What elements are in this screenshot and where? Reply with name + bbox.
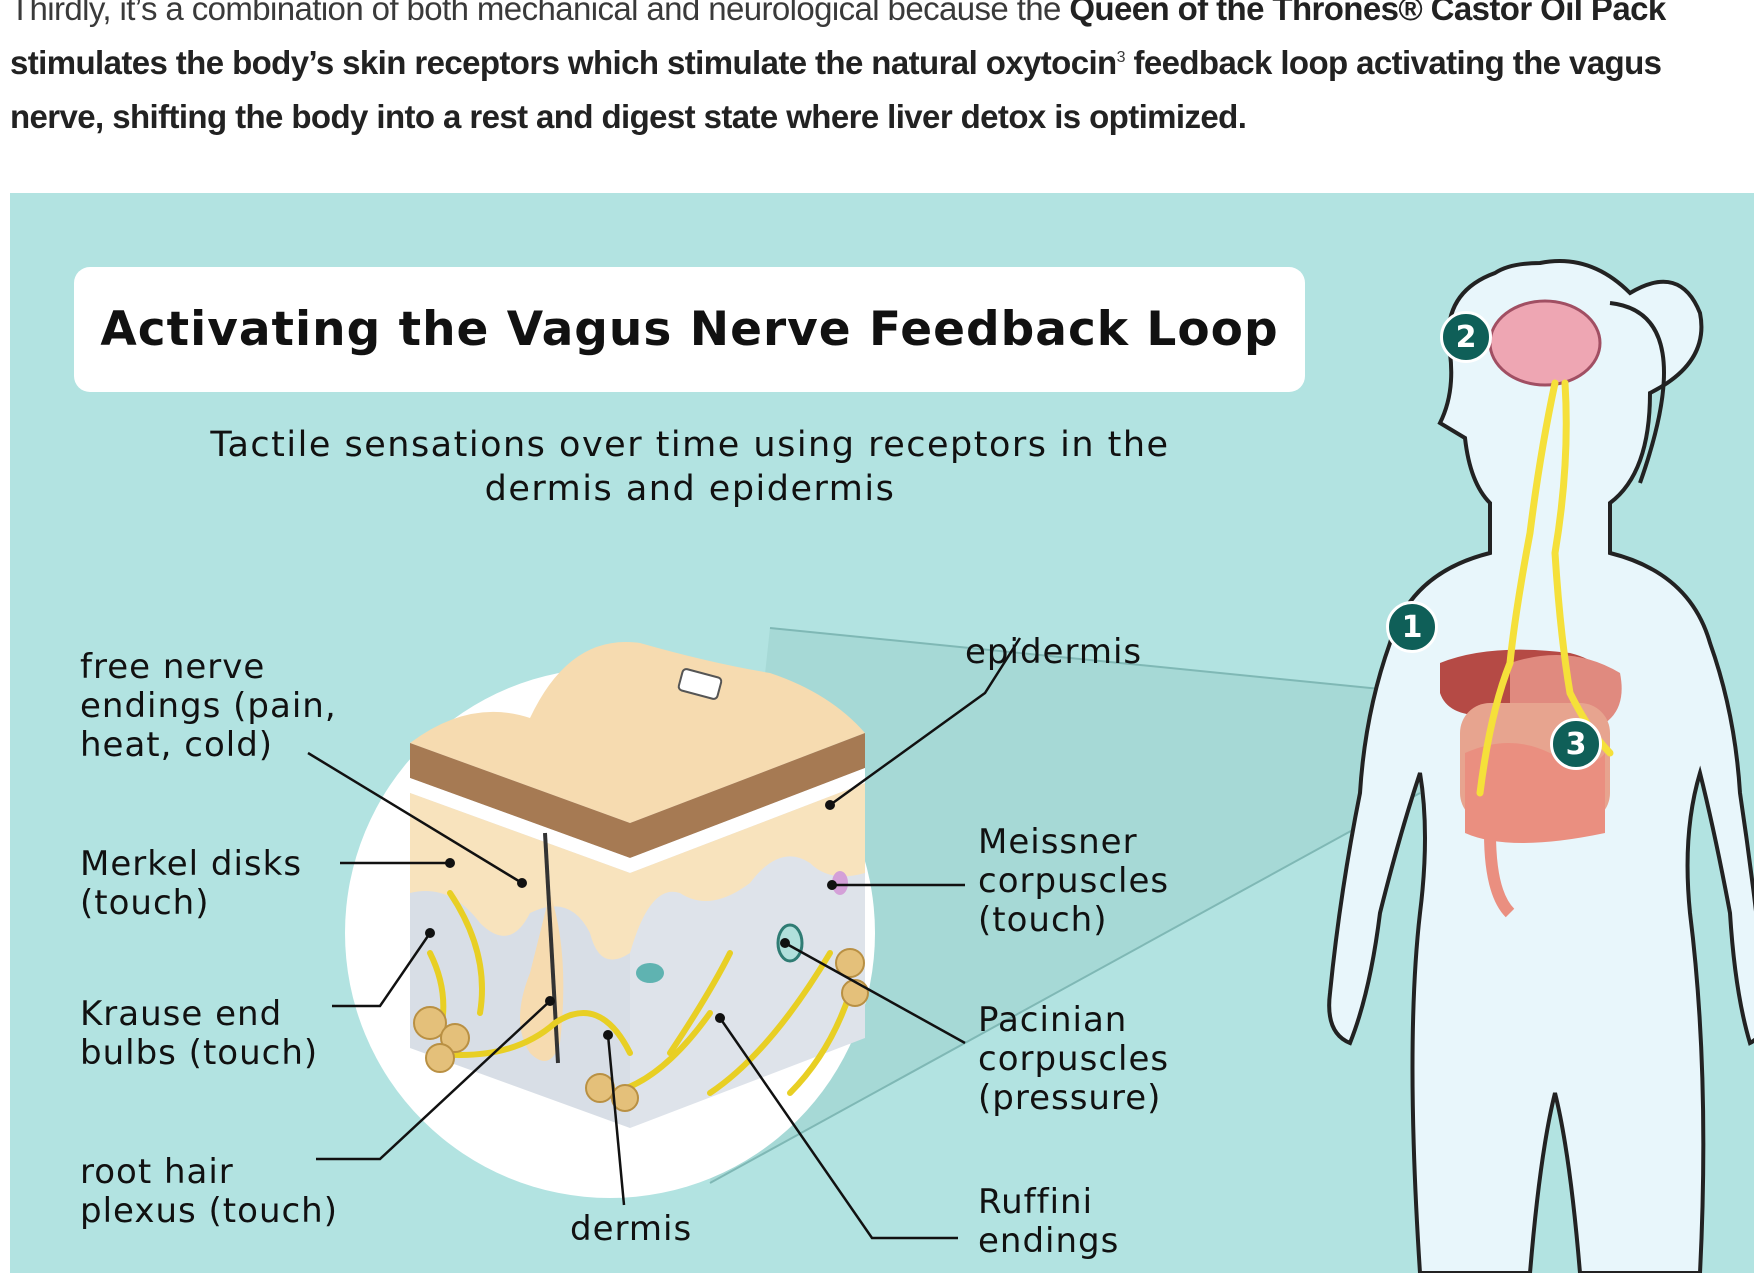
- label-epidermis: epidermis: [965, 633, 1142, 672]
- footnote-ref[interactable]: 3: [1117, 49, 1125, 66]
- label-free-nerve-endings: free nerve endings (pain, heat, cold): [80, 648, 337, 765]
- infographic-title: Activating the Vagus Nerve Feedback Loop: [100, 302, 1278, 357]
- badge-1: 1: [1386, 601, 1438, 653]
- badge-3: 3: [1550, 718, 1602, 770]
- label-ruffini-endings: Ruffini endings: [978, 1183, 1119, 1261]
- intro-paragraph: Thirdly, it’s a combination of both mech…: [10, 0, 1745, 144]
- badge-2: 2: [1440, 311, 1492, 363]
- label-root-hair-plexus: root hair plexus (touch): [80, 1153, 338, 1231]
- label-krause-end-bulbs: Krause end bulbs (touch): [80, 995, 318, 1073]
- intro-text: Thirdly, it’s a combination of both mech…: [10, 0, 1069, 27]
- brain: [1490, 301, 1600, 385]
- infographic-subtitle: Tactile sensations over time using recep…: [190, 423, 1190, 511]
- label-meissner-corpuscles: Meissner corpuscles (touch): [978, 823, 1169, 940]
- infographic-title-box: Activating the Vagus Nerve Feedback Loop: [74, 267, 1305, 392]
- label-dermis: dermis: [570, 1210, 692, 1249]
- vagus-nerve-infographic: Activating the Vagus Nerve Feedback Loop…: [10, 193, 1754, 1273]
- label-pacinian-corpuscles: Pacinian corpuscles (pressure): [978, 1001, 1169, 1118]
- label-merkel-disks: Merkel disks (touch): [80, 845, 302, 923]
- skin-cube-illustration: [410, 642, 868, 1128]
